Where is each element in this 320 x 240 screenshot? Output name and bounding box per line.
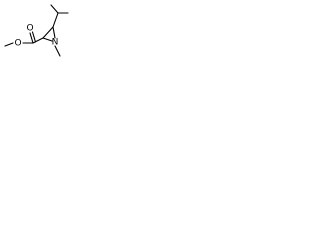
n-methyl-bond: [54, 45, 61, 57]
carbonyl-double-bond-b: [31, 31, 37, 43]
isopropyl-bond-left: [50, 4, 59, 14]
ring-bond-cc: [42, 26, 54, 39]
methoxy-bond: [4, 42, 14, 47]
ring-bond-c3-n: [52, 26, 56, 39]
chemical-structure: O O N: [4, 4, 69, 57]
ring-bond-c2-n: [42, 37, 53, 42]
ester-oxygen-label: O: [14, 39, 21, 49]
ring-carbonyl-bond: [32, 37, 44, 44]
carbonyl-oxygen-label: O: [26, 24, 33, 34]
isopropyl-ring-bond: [52, 12, 59, 28]
carbonyl-double-bond-a: [29, 32, 34, 44]
ring-nitrogen-label: N: [52, 38, 59, 48]
